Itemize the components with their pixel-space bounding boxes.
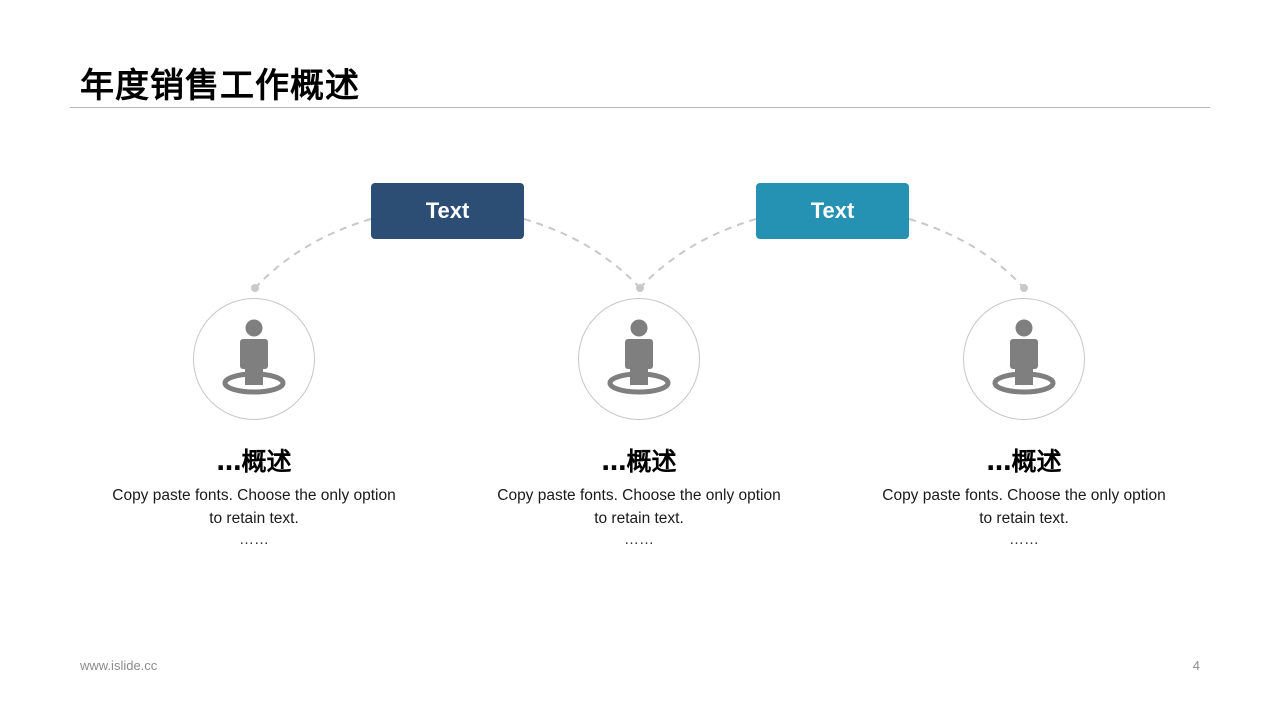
icon-circle xyxy=(963,298,1085,420)
title-divider xyxy=(70,107,1210,108)
person-on-target-icon xyxy=(222,319,286,395)
item-3: …概述 Copy paste fonts. Choose the only op… xyxy=(859,298,1189,550)
icon-circle xyxy=(578,298,700,420)
connector-dot-3 xyxy=(1020,284,1028,292)
tag-box-2: Text xyxy=(756,183,909,239)
item-body-line: Copy paste fonts. Choose the only option xyxy=(497,487,781,504)
connector-dot-1 xyxy=(251,284,259,292)
item-heading: …概述 xyxy=(216,447,292,476)
tag-box-1: Text xyxy=(371,183,524,239)
item-ellipsis: …… xyxy=(624,531,654,548)
item-heading: …概述 xyxy=(986,447,1062,476)
connector-1-left xyxy=(254,218,372,289)
icon-circle xyxy=(193,298,315,420)
connector-dot-2 xyxy=(636,284,644,292)
connector-1-right xyxy=(523,218,641,289)
slide-title: 年度销售工作概述 xyxy=(80,66,360,106)
item-ellipsis: …… xyxy=(1009,531,1039,548)
item-body-line: Copy paste fonts. Choose the only option xyxy=(882,487,1166,504)
item-body: Copy paste fonts. Choose the only option… xyxy=(859,484,1189,530)
person-on-target-icon xyxy=(607,319,671,395)
item-2: …概述 Copy paste fonts. Choose the only op… xyxy=(474,298,804,550)
page-number: 4 xyxy=(1192,658,1200,673)
item-heading: …概述 xyxy=(601,447,677,476)
item-body-line: Copy paste fonts. Choose the only option xyxy=(112,487,396,504)
item-body-line: to retain text. xyxy=(594,510,684,527)
item-body: Copy paste fonts. Choose the only option… xyxy=(474,484,804,530)
item-body: Copy paste fonts. Choose the only option… xyxy=(89,484,419,530)
footer-url: www.islide.cc xyxy=(80,658,158,673)
connector-2-right xyxy=(908,218,1025,289)
item-ellipsis: …… xyxy=(239,531,269,548)
item-1: …概述 Copy paste fonts. Choose the only op… xyxy=(89,298,419,550)
connector-2-left xyxy=(639,218,757,289)
item-body-line: to retain text. xyxy=(979,510,1069,527)
item-body-line: to retain text. xyxy=(209,510,299,527)
person-on-target-icon xyxy=(992,319,1056,395)
